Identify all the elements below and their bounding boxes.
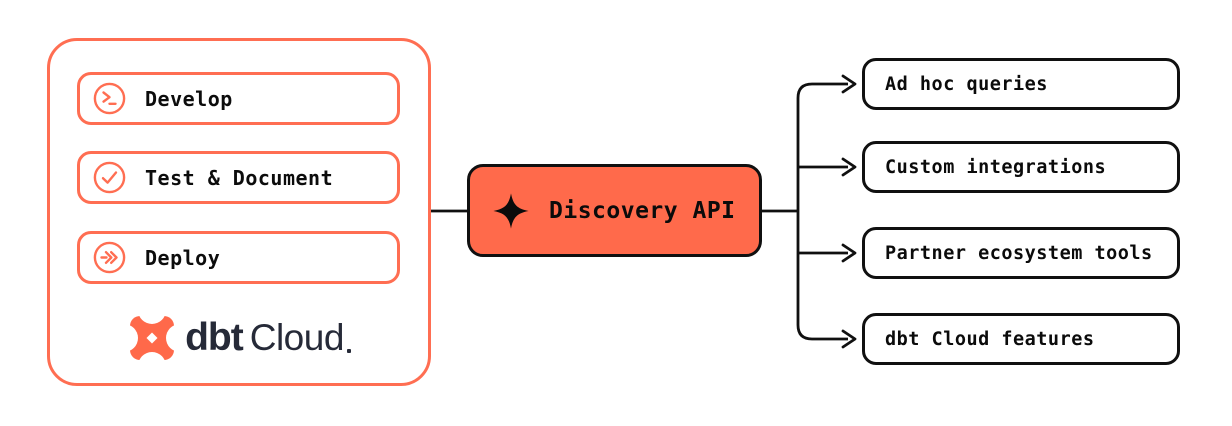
arrowhead-3 — [841, 243, 857, 263]
output-custom-integrations: Custom integrations — [862, 141, 1180, 193]
sparkle-icon — [493, 192, 529, 229]
step-label: Test & Document — [145, 165, 334, 190]
double-chevron-arrow-icon — [93, 241, 126, 274]
output-dbt-cloud-features: dbt Cloud features — [862, 313, 1180, 365]
output-label: Ad hoc queries — [885, 73, 1048, 95]
step-develop: Develop — [77, 72, 400, 125]
output-label: Partner ecosystem tools — [885, 242, 1153, 264]
branch-top — [796, 82, 848, 211]
step-test-document: Test & Document — [77, 151, 400, 204]
arrowhead-2 — [841, 157, 857, 177]
branch-bottom — [796, 211, 848, 341]
dbt-cloud-logo: dbt Cloud — [50, 310, 428, 366]
wordmark-dbt: dbt — [185, 316, 244, 359]
step-deploy: Deploy — [77, 231, 400, 284]
arrowhead-1 — [841, 74, 857, 94]
output-label: dbt Cloud features — [885, 328, 1095, 350]
check-circle-icon — [93, 161, 126, 194]
discovery-api-label: Discovery API — [549, 197, 736, 224]
discovery-api-node: Discovery API — [467, 164, 762, 257]
output-partner-ecosystem-tools: Partner ecosystem tools — [862, 227, 1180, 279]
arrowheads — [841, 74, 857, 349]
output-label: Custom integrations — [885, 156, 1107, 178]
dbt-cloud-panel: Develop Test & Document Deploy — [47, 38, 431, 386]
step-label: Develop — [145, 86, 233, 111]
arrowhead-4 — [841, 329, 857, 349]
dbt-logo-icon — [127, 313, 178, 363]
terminal-prompt-icon — [93, 82, 126, 115]
step-label: Deploy — [145, 245, 221, 270]
output-ad-hoc-queries: Ad hoc queries — [862, 58, 1180, 110]
trademark-dot — [346, 349, 351, 353]
wordmark-cloud: Cloud — [249, 317, 345, 358]
dbt-cloud-wordmark: dbt Cloud — [185, 316, 351, 360]
